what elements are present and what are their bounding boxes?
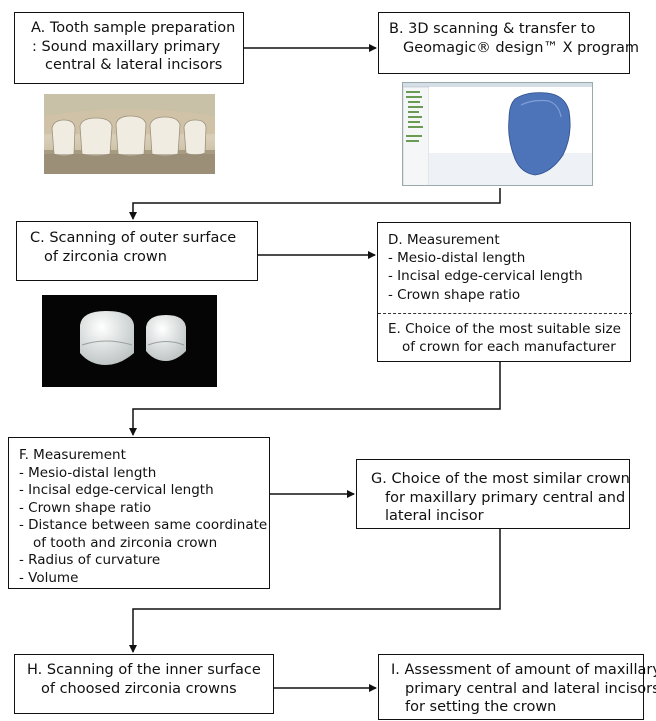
step-f-item-7: - Volume xyxy=(19,569,79,586)
step-i-box: I. Assessment of amount of maxillary pri… xyxy=(378,654,656,720)
teeth-illustration xyxy=(44,94,215,174)
dashed-divider xyxy=(378,312,632,314)
step-g-box: G. Choice of the most similar crown for … xyxy=(356,459,630,529)
step-d-item-2: - Incisal edge-cervical length xyxy=(388,268,583,285)
step-g-line2: for maxillary primary central and xyxy=(385,489,626,506)
step-g-line1: G. Choice of the most similar crown xyxy=(371,471,630,487)
step-f-item-3: - Crown shape ratio xyxy=(19,499,152,516)
step-h-line1: H. Scanning of the inner surface xyxy=(27,662,261,678)
step-f-item-2: - Incisal edge-cervical length xyxy=(19,482,214,499)
step-a-box: A. Tooth sample preparation : Sound maxi… xyxy=(14,12,244,84)
step-i-line2: primary central and lateral incisors xyxy=(405,680,656,697)
step-g-line3: lateral incisor xyxy=(385,508,484,525)
step-e-line2: of crown for each manufacturer xyxy=(402,339,616,356)
scan-illustration xyxy=(403,83,592,185)
step-f-item-5: of tooth and zirconia crown xyxy=(33,534,218,551)
step-e-line1: E. Choice of the most suitable size xyxy=(388,320,621,337)
step-a-line2: : Sound maxillary primary xyxy=(32,38,221,55)
step-f-item-4: - Distance between same coordinate xyxy=(19,517,268,534)
step-c-line2: of zirconia crown xyxy=(44,248,167,265)
step-i-line3: for setting the crown xyxy=(405,699,557,716)
step-c-box: C. Scanning of outer surface of zirconia… xyxy=(16,221,258,281)
step-b-box: B. 3D scanning & transfer to Geomagic® d… xyxy=(378,12,640,74)
step-de-box: D. Measurement - Mesio-distal length - I… xyxy=(377,222,632,362)
crowns-illustration xyxy=(80,311,186,365)
arrow-g-to-h xyxy=(129,529,501,653)
step-d-item-3: - Crown shape ratio xyxy=(388,286,521,303)
zirconia-crowns-photo xyxy=(42,295,217,387)
step-f-item-1: - Mesio-distal length xyxy=(19,464,157,481)
step-a-line1: A. Tooth sample preparation xyxy=(31,20,236,36)
step-a-line3: central & lateral incisors xyxy=(45,57,223,74)
step-f-item-6: - Radius of curvature xyxy=(19,552,161,569)
scan-software-screenshot xyxy=(402,82,593,186)
step-f-box: F. Measurement - Mesio-distal length - I… xyxy=(8,437,270,589)
step-d-title: D. Measurement xyxy=(388,232,500,248)
step-f-title: F. Measurement xyxy=(19,447,126,463)
step-c-line1: C. Scanning of outer surface xyxy=(30,230,237,246)
step-b-line2: Geomagic® design™ X program xyxy=(403,39,640,56)
teeth-photo xyxy=(44,94,215,174)
arrow-b-to-c xyxy=(129,188,501,220)
step-i-line1: I. Assessment of amount of maxillary xyxy=(391,662,656,678)
step-b-line1: B. 3D scanning & transfer to xyxy=(389,21,596,37)
arrow-e-to-f xyxy=(129,362,501,436)
step-d-item-1: - Mesio-distal length xyxy=(388,250,526,267)
step-h-line2: of choosed zirconia crowns xyxy=(41,680,237,697)
step-h-box: H. Scanning of the inner surface of choo… xyxy=(14,654,274,714)
